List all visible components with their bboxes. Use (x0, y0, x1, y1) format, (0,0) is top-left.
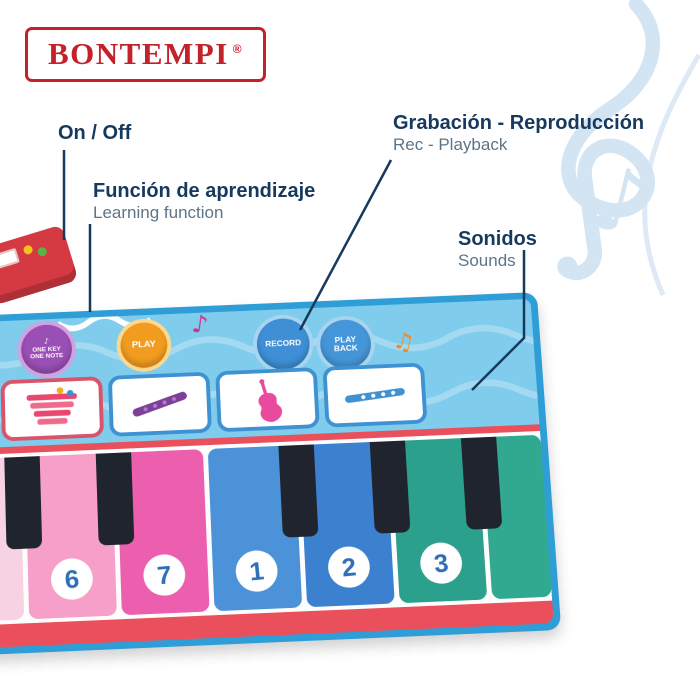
key-number: 6 (49, 556, 95, 602)
callout-sounds: Sonidos Sounds (458, 228, 537, 271)
flute-icon (344, 387, 406, 404)
callout-on-off: On / Off (58, 122, 131, 145)
mat-top-section: ♪ ONE KEY ONE NOTE PLAY RECORD PLAY BACK… (0, 298, 540, 451)
xylophone-icon (26, 387, 78, 425)
learning-subtitle: Learning function (93, 203, 224, 222)
violin-sound-panel (215, 367, 320, 433)
key-number: 3 (418, 540, 465, 586)
power-unit-green-button (36, 246, 48, 258)
power-unit-sticker (0, 247, 20, 271)
black-key (460, 436, 503, 530)
logo-text: BONTEMPI (48, 36, 229, 71)
mat-red-band: ♪ ONE KEY ONE NOTE PLAY RECORD PLAY BACK… (0, 298, 554, 651)
key-number: 2 (326, 544, 372, 590)
flute-sound-panel (322, 362, 428, 428)
black-key (95, 452, 135, 546)
piano-mat: ♪ ONE KEY ONE NOTE PLAY RECORD PLAY BACK… (0, 292, 562, 659)
black-key (278, 444, 319, 538)
callout-recording: Grabación - Reproducción Rec - Playback (393, 112, 644, 155)
on-off-label: On / Off (58, 122, 132, 144)
clarinet-icon (131, 390, 189, 418)
recording-subtitle: Rec - Playback (393, 135, 508, 154)
key-number: 1 (233, 548, 280, 594)
recording-title: Grabación - Reproducción (393, 112, 645, 134)
callout-learning: Función de aprendizaje Learning function (93, 180, 315, 223)
key-number: 7 (141, 552, 188, 598)
sounds-subtitle: Sounds (458, 251, 516, 270)
keyboard-section: 6 7 1 2 3 (0, 430, 553, 629)
clarinet-sound-panel (107, 371, 212, 437)
power-unit-yellow-button (22, 244, 34, 256)
bontempi-logo: BONTEMPI® (25, 27, 267, 82)
xylophone-sound-panel (0, 376, 105, 442)
play-label: PLAY (131, 338, 156, 351)
black-key (4, 456, 43, 550)
mini-note-icon: ♪ (43, 337, 49, 347)
learning-title: Función de aprendizaje (93, 180, 316, 202)
one-key-label-2: ONE NOTE (30, 352, 64, 361)
violin-icon (223, 375, 285, 425)
registered-mark: ® (232, 41, 244, 56)
playback-label-2: BACK (333, 342, 359, 354)
black-key (369, 440, 411, 534)
record-label: RECORD (265, 337, 302, 349)
sounds-title: Sonidos (458, 228, 537, 250)
treble-clef-icon (557, 0, 660, 280)
